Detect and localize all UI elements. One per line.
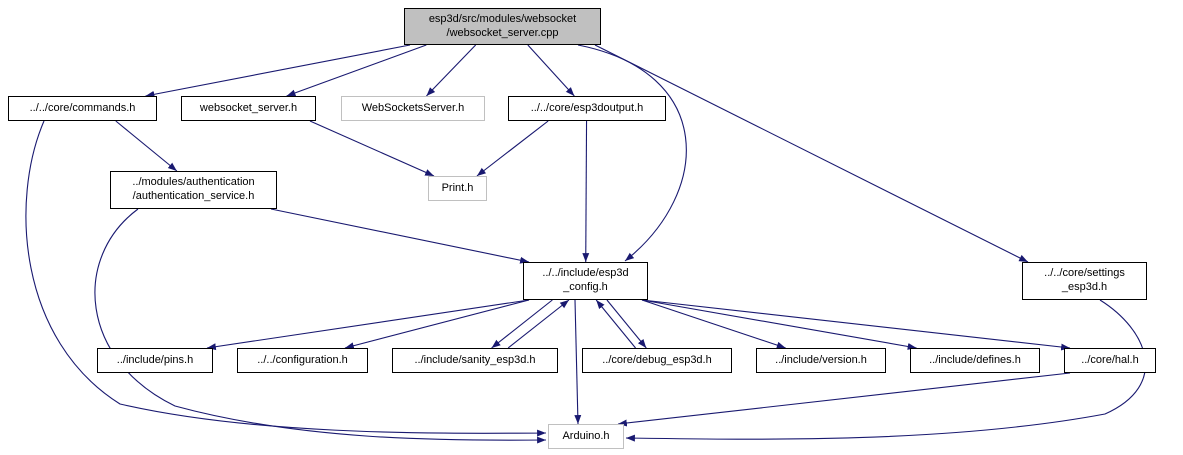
node-websocketsserver-h: WebSocketsServer.h bbox=[341, 96, 485, 121]
edge-auth_service-to-esp3d_config bbox=[270, 208, 530, 264]
edge-esp3d_config-to-version bbox=[641, 299, 786, 349]
node-esp3d-config-h[interactable]: ../../include/esp3d _config.h bbox=[523, 262, 648, 300]
edge-commands-to-auth_service bbox=[115, 120, 178, 172]
edge-esp3d_config-to-configuration bbox=[344, 299, 530, 350]
edge-esp3d_config-to-debug bbox=[606, 299, 647, 349]
node-arduino-h: Arduino.h bbox=[548, 424, 624, 449]
edge-main-to-commands bbox=[145, 44, 411, 98]
edge-esp3d_config-to-hal bbox=[641, 299, 1071, 351]
node-websocket-server-h[interactable]: websocket_server.h bbox=[181, 96, 316, 121]
edge-auth_service-to-arduino bbox=[94, 208, 547, 444]
edge-commands-to-arduino bbox=[25, 120, 547, 437]
node-commands-h[interactable]: ../../core/commands.h bbox=[8, 96, 157, 121]
edge-main-to-settings_esp3d bbox=[594, 44, 1029, 263]
edge-main-to-esp3d_config bbox=[577, 44, 687, 262]
node-debug-esp3d-h[interactable]: ../core/debug_esp3d.h bbox=[582, 348, 732, 373]
edge-settings_esp3d-to-arduino bbox=[625, 299, 1146, 442]
edge-websocket_server_h-to-print bbox=[309, 120, 435, 177]
node-sanity-esp3d-h[interactable]: ../include/sanity_esp3d.h bbox=[392, 348, 558, 373]
edge-main-to-websocket_server_h bbox=[286, 44, 427, 97]
edge-esp3d_config-to-sanity bbox=[491, 299, 553, 349]
edge-main-to-websockets_server bbox=[426, 44, 477, 97]
node-print-h: Print.h bbox=[428, 176, 487, 201]
node-pins-h[interactable]: ../include/pins.h bbox=[97, 348, 213, 373]
edge-main-to-esp3doutput bbox=[527, 44, 575, 97]
node-configuration-h[interactable]: ../../configuration.h bbox=[237, 348, 368, 373]
node-esp3doutput-h[interactable]: ../../core/esp3doutput.h bbox=[508, 96, 666, 121]
edge-esp3doutput-to-esp3d_config bbox=[582, 120, 590, 263]
edge-hal-to-arduino bbox=[617, 372, 1071, 427]
node-settings-esp3d-h[interactable]: ../../core/settings _esp3d.h bbox=[1022, 262, 1147, 300]
node-hal-h[interactable]: ../core/hal.h bbox=[1064, 348, 1156, 373]
node-version-h[interactable]: ../include/version.h bbox=[756, 348, 886, 373]
edge-esp3doutput-to-print bbox=[476, 120, 549, 177]
edge-debug-to-esp3d_config bbox=[595, 299, 636, 349]
edge-esp3d_config-to-arduino bbox=[574, 299, 582, 425]
node-websocket-server-cpp: esp3d/src/modules/websocket /websocket_s… bbox=[404, 8, 601, 45]
node-defines-h[interactable]: ../include/defines.h bbox=[910, 348, 1040, 373]
edge-sanity-to-esp3d_config bbox=[507, 299, 570, 349]
edge-esp3d_config-to-pins bbox=[206, 299, 530, 351]
node-authentication-service-h[interactable]: ../modules/authentication /authenticatio… bbox=[110, 171, 277, 209]
edge-esp3d_config-to-defines bbox=[641, 299, 917, 350]
